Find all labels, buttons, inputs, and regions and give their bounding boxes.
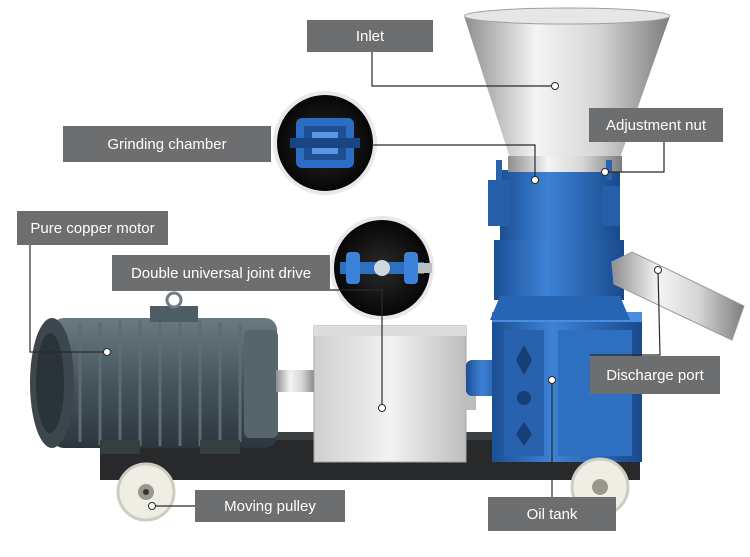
moving-pulley-wheel-left xyxy=(116,462,176,522)
label-adjustment-nut: Adjustment nut xyxy=(589,108,723,142)
discharge-chute xyxy=(611,251,745,341)
label-pure-copper-motor: Pure copper motor xyxy=(17,211,168,245)
label-grinding-chamber: Grinding chamber xyxy=(63,126,271,162)
universal-joint-detail xyxy=(330,216,434,320)
grinding-chamber-detail xyxy=(273,91,377,195)
hopper xyxy=(463,7,671,180)
motor-shaft xyxy=(276,370,316,392)
label-double-universal-joint-drive: Double universal joint drive xyxy=(112,255,330,291)
label-discharge-port: Discharge port xyxy=(590,356,720,394)
gearbox xyxy=(313,325,476,463)
leader-lines xyxy=(29,52,665,507)
anchor-dots xyxy=(103,82,662,510)
motor xyxy=(30,291,278,454)
label-inlet: Inlet xyxy=(307,20,433,52)
label-oil-tank: Oil tank xyxy=(488,497,616,531)
label-moving-pulley: Moving pulley xyxy=(195,490,345,522)
mill-upper xyxy=(488,170,630,320)
